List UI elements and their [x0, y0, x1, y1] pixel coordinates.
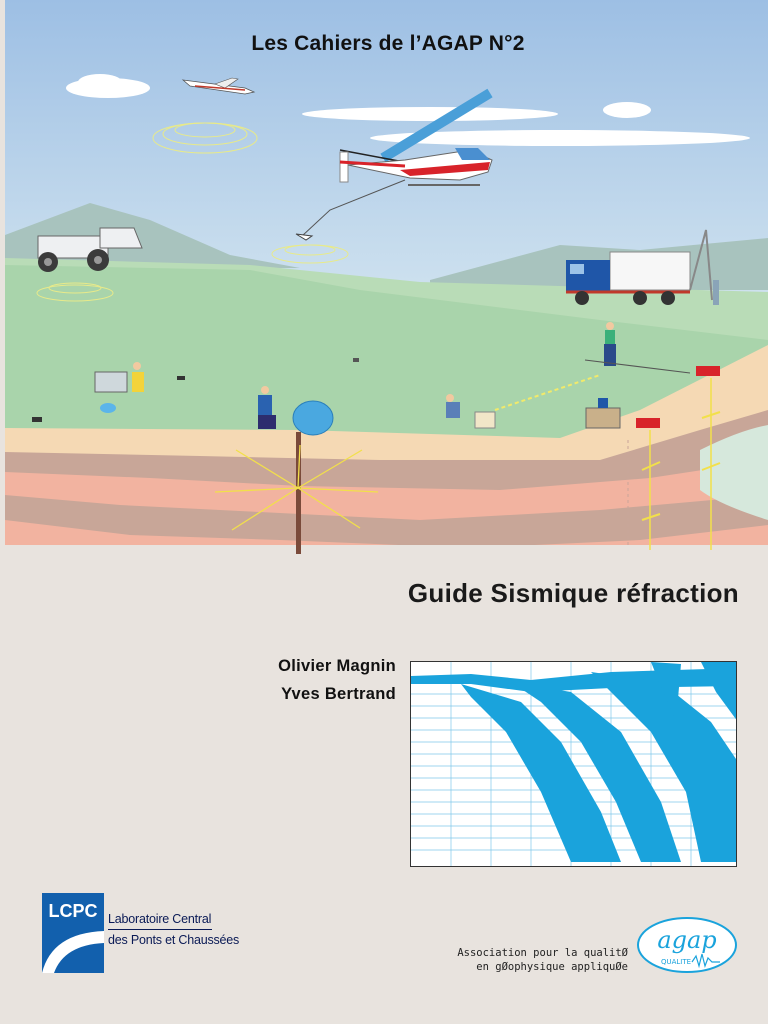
- geophone-markers: [32, 358, 691, 422]
- author-name: Olivier Magnin: [278, 657, 396, 675]
- agap-logo-text: agap: [657, 926, 716, 954]
- lcpc-logo: LCPC: [42, 893, 104, 973]
- publisher-name: Laboratoire Central des Ponts et Chaussé…: [108, 910, 239, 949]
- field-survey-illustration: [5, 0, 768, 560]
- association-line2: en gØophysique appliquØe: [476, 961, 628, 973]
- field-operators: [94, 280, 719, 436]
- agap-logo: agap QUALITE: [637, 917, 737, 973]
- lcpc-logo-text: LCPC: [49, 901, 98, 921]
- series-title: Les Cahiers de l’AGAP N°2: [251, 32, 525, 55]
- drilling-truck-icon: [566, 229, 713, 305]
- borehole-diagram: [214, 432, 379, 554]
- agap-logo-subtext: QUALITE: [661, 958, 691, 966]
- association-name: Association pour la qualitØ en gØophysiq…: [457, 946, 628, 974]
- association-line1: Association pour la qualitØ: [457, 947, 628, 959]
- author-name: Yves Bertrand: [281, 685, 396, 703]
- publisher-name-line2: des Ponts et Chaussées: [108, 933, 240, 947]
- seismogram-image: [410, 661, 737, 867]
- seismic-receivers: [627, 366, 721, 550]
- vibrator-truck-icon: [37, 227, 143, 272]
- helicopter-icon: [295, 88, 493, 241]
- book-title: Guide Sismique réfraction: [407, 578, 739, 608]
- publisher-name-line1: Laboratoire Central: [108, 912, 212, 926]
- airplane-icon: [181, 77, 256, 95]
